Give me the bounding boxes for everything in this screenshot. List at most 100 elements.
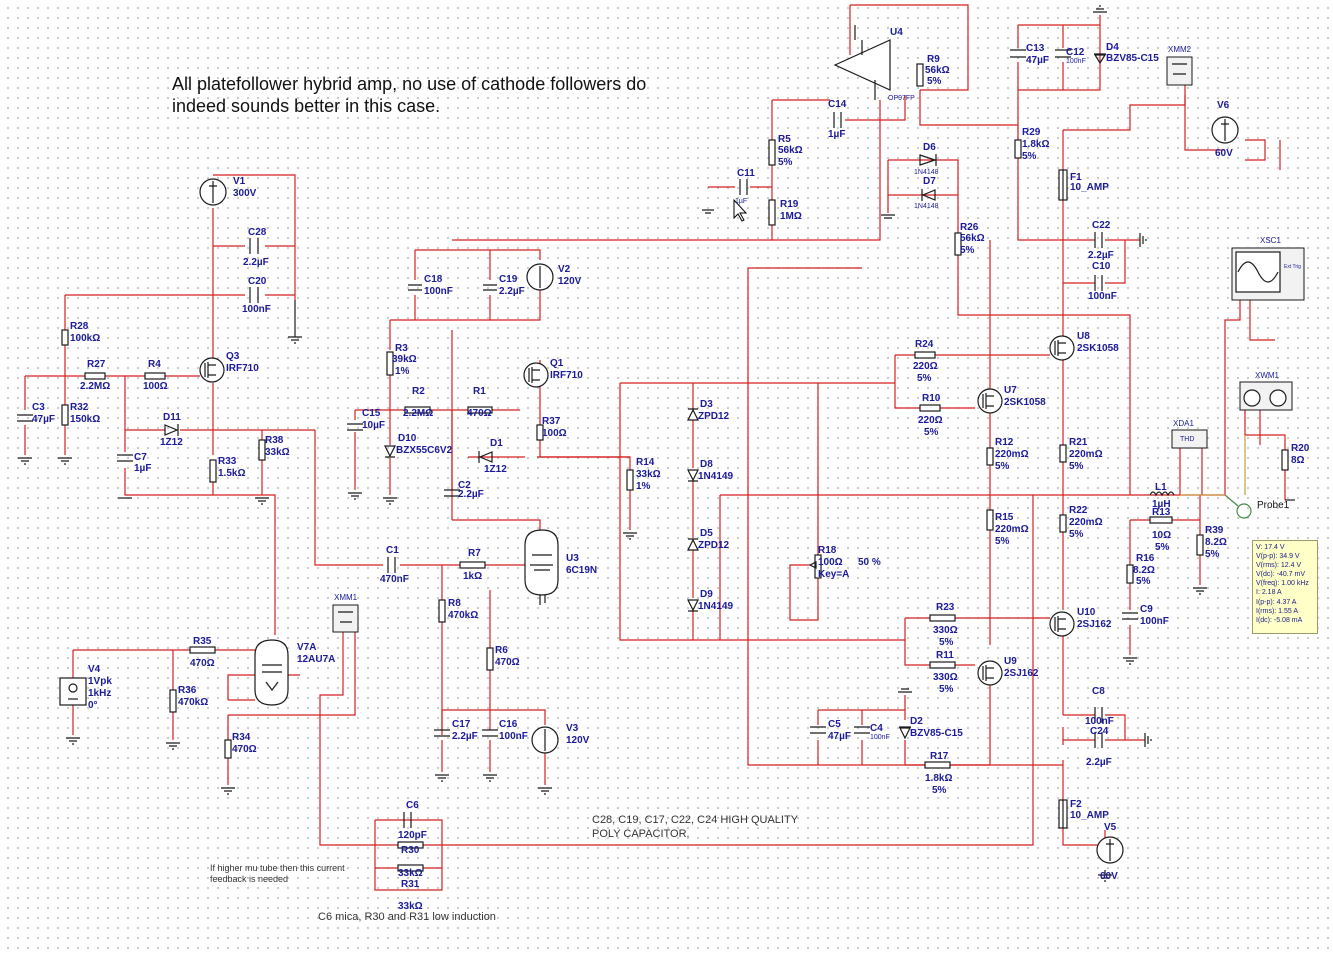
label-XSC1-ext: Ext Trig: [1284, 264, 1301, 270]
label-R32-val: 150kΩ: [70, 414, 100, 425]
label-R18-val: 100Ω: [818, 557, 843, 568]
tube-U3: [524, 529, 559, 605]
label-C6-val: 120pF: [398, 830, 427, 841]
label-D11-val: 1Z12: [160, 437, 183, 448]
label-C6-ref: C6: [406, 800, 419, 811]
label-C7-val: 1µF: [134, 463, 151, 474]
label-C14-ref: C14: [828, 99, 847, 110]
label-D5-val: ZPD12: [698, 540, 730, 551]
label-R3-val: 39kΩ: [392, 354, 417, 365]
opamp-U4: [833, 25, 891, 100]
label-D3-val: ZPD12: [698, 411, 730, 422]
label-R29-val: 1.8kΩ: [1022, 139, 1049, 150]
label-Q1-ref: Q1: [550, 358, 564, 369]
label-R6-val: 470Ω: [495, 657, 520, 668]
label-C24-val: 2.2µF: [1086, 757, 1112, 768]
label-R4-ref: R4: [148, 359, 161, 370]
probe-readout-panel: V: 17.4 V V(p-p): 34.9 V V(rms): 12.4 V …: [1252, 540, 1318, 634]
label-C2-ref: C2: [458, 480, 471, 491]
source-V6[interactable]: [1211, 116, 1239, 144]
label-R33-val: 1.5kΩ: [218, 468, 245, 479]
label-D4-ref: D4: [1106, 42, 1119, 53]
component-labels: V1 300V C28 2.2µF C20 100nF R28 100kΩ R2…: [32, 27, 1310, 912]
source-V5[interactable]: [1096, 836, 1124, 864]
label-R9-ref: R9: [927, 54, 940, 65]
label-R14-tol: 1%: [636, 481, 651, 492]
label-probe: Probe1: [1257, 500, 1290, 511]
label-U8-ref: U8: [1077, 331, 1090, 342]
label-R2-val: 2.2MΩ: [403, 408, 433, 419]
label-R7-ref: R7: [468, 548, 481, 559]
label-R24-tol: 5%: [917, 373, 932, 384]
probe-vdc: V(dc): -40.7 mV: [1256, 571, 1306, 579]
label-V7A-ref: V7A: [297, 642, 316, 653]
label-C1-val: 470nF: [380, 574, 409, 585]
source-V4[interactable]: [59, 677, 87, 706]
label-R2-ref: R2: [412, 386, 425, 397]
label-V3-val: 120V: [566, 735, 590, 746]
label-U7-val: 2SK1058: [1004, 397, 1046, 408]
label-R23-val: 330Ω: [933, 625, 958, 636]
label-R26-ref: R26: [960, 222, 979, 233]
label-C10-ref: C10: [1092, 261, 1111, 272]
label-F1-ref: F1: [1070, 172, 1082, 183]
label-Q3-ref: Q3: [226, 351, 240, 362]
label-R10-val: 220Ω: [918, 415, 943, 426]
label-C12-val: 100nF: [1066, 58, 1086, 65]
label-C9-ref: C9: [1140, 604, 1153, 615]
label-R10-tol: 5%: [924, 427, 939, 438]
label-U3-ref: U3: [566, 553, 579, 564]
wattmeter-XWM1[interactable]: [1239, 381, 1293, 411]
source-V2[interactable]: [526, 263, 554, 291]
multimeter-XMM1[interactable]: [332, 604, 359, 633]
label-V4-ref: V4: [88, 664, 101, 675]
label-R38-val: 33kΩ: [265, 447, 290, 458]
label-R16-val: 8.2Ω: [1133, 565, 1155, 576]
label-F2-ref: F2: [1070, 799, 1082, 810]
label-R5-tol: 5%: [778, 157, 793, 168]
label-C4-val: 100nF: [870, 734, 890, 741]
label-XSC1-ref: XSC1: [1260, 236, 1281, 245]
label-R23-ref: R23: [936, 602, 955, 613]
label-C2-val: 2.2µF: [458, 489, 484, 500]
label-R13-ref: R13: [1152, 507, 1171, 518]
label-XDA1-val: THD: [1180, 436, 1194, 443]
label-C13-val: 47µF: [1026, 55, 1049, 66]
label-D1-ref: D1: [490, 438, 503, 449]
label-R36-val: 470kΩ: [178, 697, 208, 708]
label-D2-ref: D2: [910, 716, 923, 727]
probe-idc: I(dc): -5.08 mA: [1256, 616, 1303, 624]
label-R11-ref: R11: [936, 650, 954, 661]
label-R29-ref: R29: [1022, 127, 1041, 138]
label-R11-val: 330Ω: [933, 672, 958, 683]
label-R26-tol: 5%: [960, 245, 975, 256]
tube-V7A: [254, 639, 289, 706]
label-R26-val: 56kΩ: [960, 233, 985, 244]
label-C17-val: 2.2µF: [452, 731, 478, 742]
label-XMM1-ref: XMM1: [334, 593, 358, 602]
label-R22-tol: 5%: [1069, 529, 1084, 540]
label-R19-val: 1MΩ: [780, 211, 802, 222]
probe-irms: I(rms): 1.55 A: [1256, 607, 1299, 615]
multimeter-XMM2[interactable]: [1166, 56, 1193, 86]
label-V4-freq: 1kHz: [88, 688, 111, 699]
label-R9-val: 56kΩ: [925, 65, 950, 76]
label-R28-ref: R28: [70, 321, 89, 332]
label-U10-ref: U10: [1077, 607, 1096, 618]
label-R29-tol: 5%: [1022, 151, 1037, 162]
caps-note-2: POLY CAPACITOR.: [592, 828, 690, 840]
oscilloscope-XSC1[interactable]: [1231, 247, 1305, 301]
distortion-analyzer-XDA1[interactable]: [1171, 429, 1208, 449]
label-R20-ref: R20: [1291, 443, 1310, 454]
mosfet-symbols: [199, 335, 1075, 686]
label-R34-ref: R34: [232, 732, 251, 743]
label-V4-phase: 0°: [88, 700, 98, 711]
label-L1-ref: L1: [1155, 482, 1167, 493]
probe-marker[interactable]: [1180, 435, 1252, 519]
label-R15-val: 220mΩ: [995, 524, 1029, 535]
source-V1[interactable]: [199, 178, 227, 206]
source-V3[interactable]: [531, 726, 559, 754]
label-D7-ref: D7: [923, 176, 936, 187]
